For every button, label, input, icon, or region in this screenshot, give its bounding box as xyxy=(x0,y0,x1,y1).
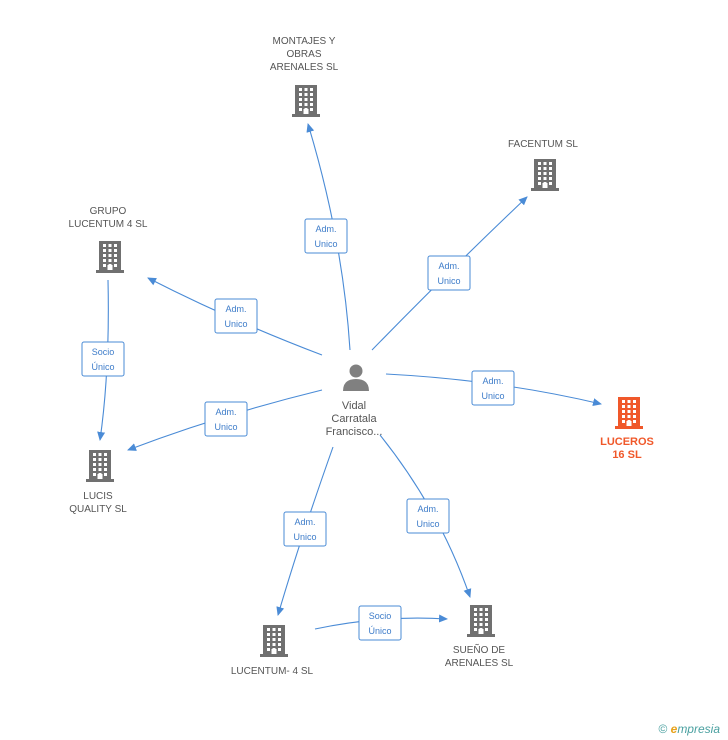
edge-label-text: Adm. xyxy=(438,261,459,271)
edge-label-vidal-lucentum4[interactable]: Adm. Unico xyxy=(283,511,327,547)
edge-label-vidal-montajes[interactable]: Adm. Unico xyxy=(304,218,348,254)
edge-label-text: Socio xyxy=(92,347,115,357)
edge-label-text: Socio xyxy=(369,611,392,621)
building-icon[interactable] xyxy=(260,625,288,657)
copyright-symbol: © xyxy=(658,722,668,736)
edge-label-text: Adm. xyxy=(417,504,438,514)
footer-brand[interactable]: © empresia xyxy=(658,722,720,736)
edge-label-vidal-luceros[interactable]: Adm. Unico xyxy=(471,370,515,406)
node-label-line: OBRAS xyxy=(286,49,321,60)
brand-logo-e: e xyxy=(670,722,678,736)
edge-label-text: Adm. xyxy=(215,407,236,417)
node-label-line: FACENTUM SL xyxy=(508,139,578,150)
node-label-line: Carratala xyxy=(331,413,377,425)
edge-label-vidal-facentum[interactable]: Adm. Unico xyxy=(427,255,471,291)
edge-label-text: Adm. xyxy=(225,304,246,314)
node-label-line: LUCEROS xyxy=(600,436,654,448)
node-label-line: 16 SL xyxy=(612,449,642,461)
node-label-line: ARENALES SL xyxy=(445,658,514,669)
edge-label-vidal-sueno[interactable]: Adm. Unico xyxy=(406,498,450,534)
building-icon[interactable] xyxy=(467,605,495,637)
node-label-line: Vidal xyxy=(342,400,366,412)
edge-label-text: Único xyxy=(368,626,391,636)
edge-label-text: Unico xyxy=(224,319,247,329)
edge-label-text: Unico xyxy=(293,532,316,542)
edge-label-text: Adm. xyxy=(294,517,315,527)
node-label-line: GRUPO xyxy=(90,206,127,217)
building-icon[interactable] xyxy=(292,85,320,117)
building-icon[interactable] xyxy=(96,241,124,273)
edge-label-text: Unico xyxy=(314,239,337,249)
node-label-line: LUCENTUM 4 SL xyxy=(69,219,148,230)
building-icon[interactable] xyxy=(615,397,643,429)
edge-label-text: Único xyxy=(91,362,114,372)
node-label-line: QUALITY SL xyxy=(69,504,127,515)
node-label-line: MONTAJES Y xyxy=(273,36,336,47)
building-icon[interactable] xyxy=(86,450,114,482)
node-label-line: Francisco... xyxy=(326,426,383,438)
edge-label-text: Adm. xyxy=(315,224,336,234)
edge-labels-layer: Adm.UnicoAdm.UnicoAdm.UnicoAdm.UnicoAdm.… xyxy=(81,218,515,641)
person-icon[interactable] xyxy=(343,364,369,392)
node-label-line: LUCENTUM- 4 SL xyxy=(231,666,314,677)
node-label-line: SUEÑO DE xyxy=(453,643,506,656)
edge-label-vidal-lucis[interactable]: Adm. Unico xyxy=(204,401,248,437)
node-label-line: ARENALES SL xyxy=(270,62,339,73)
edge-label-text: Adm. xyxy=(482,376,503,386)
edge-label-text: Unico xyxy=(481,391,504,401)
node-label-line: LUCIS xyxy=(83,491,113,502)
edge-label-vidal-grupo[interactable]: Adm. Unico xyxy=(214,298,258,334)
brand-name: mpresia xyxy=(677,722,720,736)
edge-label-text: Unico xyxy=(416,519,439,529)
building-icon[interactable] xyxy=(531,159,559,191)
edges-layer xyxy=(97,123,602,630)
edge-label-text: Unico xyxy=(214,422,237,432)
edge-label-text: Unico xyxy=(437,276,460,286)
